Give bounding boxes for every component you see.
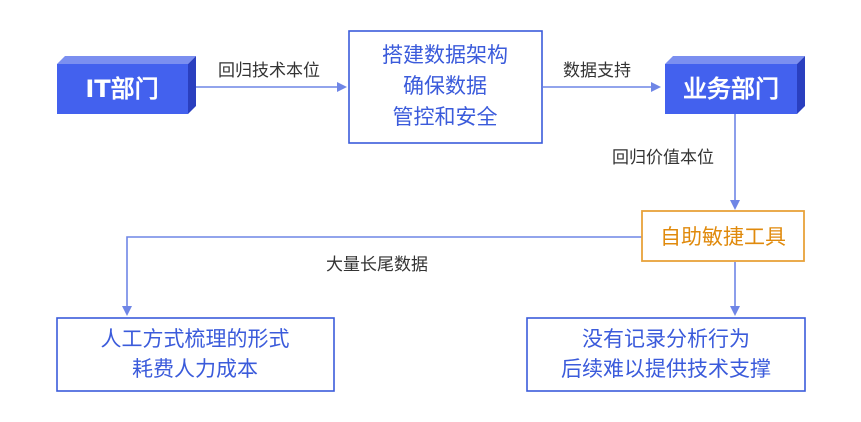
edge-label-data-support: 数据支持 xyxy=(563,61,631,81)
box-top-face xyxy=(57,56,196,64)
edge-line xyxy=(122,236,642,316)
box-outline xyxy=(348,30,543,144)
node-manual-cost: 人工方式梳理的形式 耗费人力成本 xyxy=(56,317,335,392)
box-top-face xyxy=(665,56,805,64)
node-label-line-2: 耗费人力成本 xyxy=(132,357,258,381)
box-outline xyxy=(526,317,806,392)
node-label-line-2: 后续难以提供技术支撑 xyxy=(561,357,771,381)
edge-arch-to-biz: 数据支持 xyxy=(543,61,661,92)
node-no-record: 没有记录分析行为 后续难以提供技术支撑 xyxy=(526,317,806,392)
node-label-line-1: 人工方式梳理的形式 xyxy=(101,327,290,351)
node-label-line-3: 管控和安全 xyxy=(393,105,498,129)
node-self-service-tools: 自助敏捷工具 xyxy=(641,210,805,262)
edge-biz-to-tools: 回归价值本位 xyxy=(612,113,740,210)
edge-it-to-arch: 回归技术本位 xyxy=(196,61,347,92)
node-label-line-2: 确保数据 xyxy=(403,74,487,98)
node-label-line-1: 搭建数据架构 xyxy=(382,43,508,67)
edge-tools-to-manual: 大量长尾数据 xyxy=(122,236,642,316)
box-outline xyxy=(641,210,805,262)
edge-label-return-value: 回归价值本位 xyxy=(612,148,714,168)
edge-label-long-tail-data: 大量长尾数据 xyxy=(326,255,428,275)
node-it-dept: IT部门 xyxy=(57,56,196,114)
box-side-face xyxy=(188,56,196,114)
node-data-architecture: 搭建数据架构 确保数据 管控和安全 xyxy=(348,30,543,144)
box-front-face xyxy=(665,64,797,114)
edge-label-return-tech: 回归技术本位 xyxy=(218,61,320,81)
node-business-dept: 业务部门 xyxy=(665,56,805,114)
box-front-face xyxy=(57,64,188,114)
node-label: 业务部门 xyxy=(683,75,779,103)
box-outline xyxy=(56,317,335,392)
node-label: 自助敏捷工具 xyxy=(660,225,786,249)
node-label-line-1: 没有记录分析行为 xyxy=(582,327,750,351)
node-label: IT部门 xyxy=(85,75,158,103)
box-side-face xyxy=(797,56,805,114)
